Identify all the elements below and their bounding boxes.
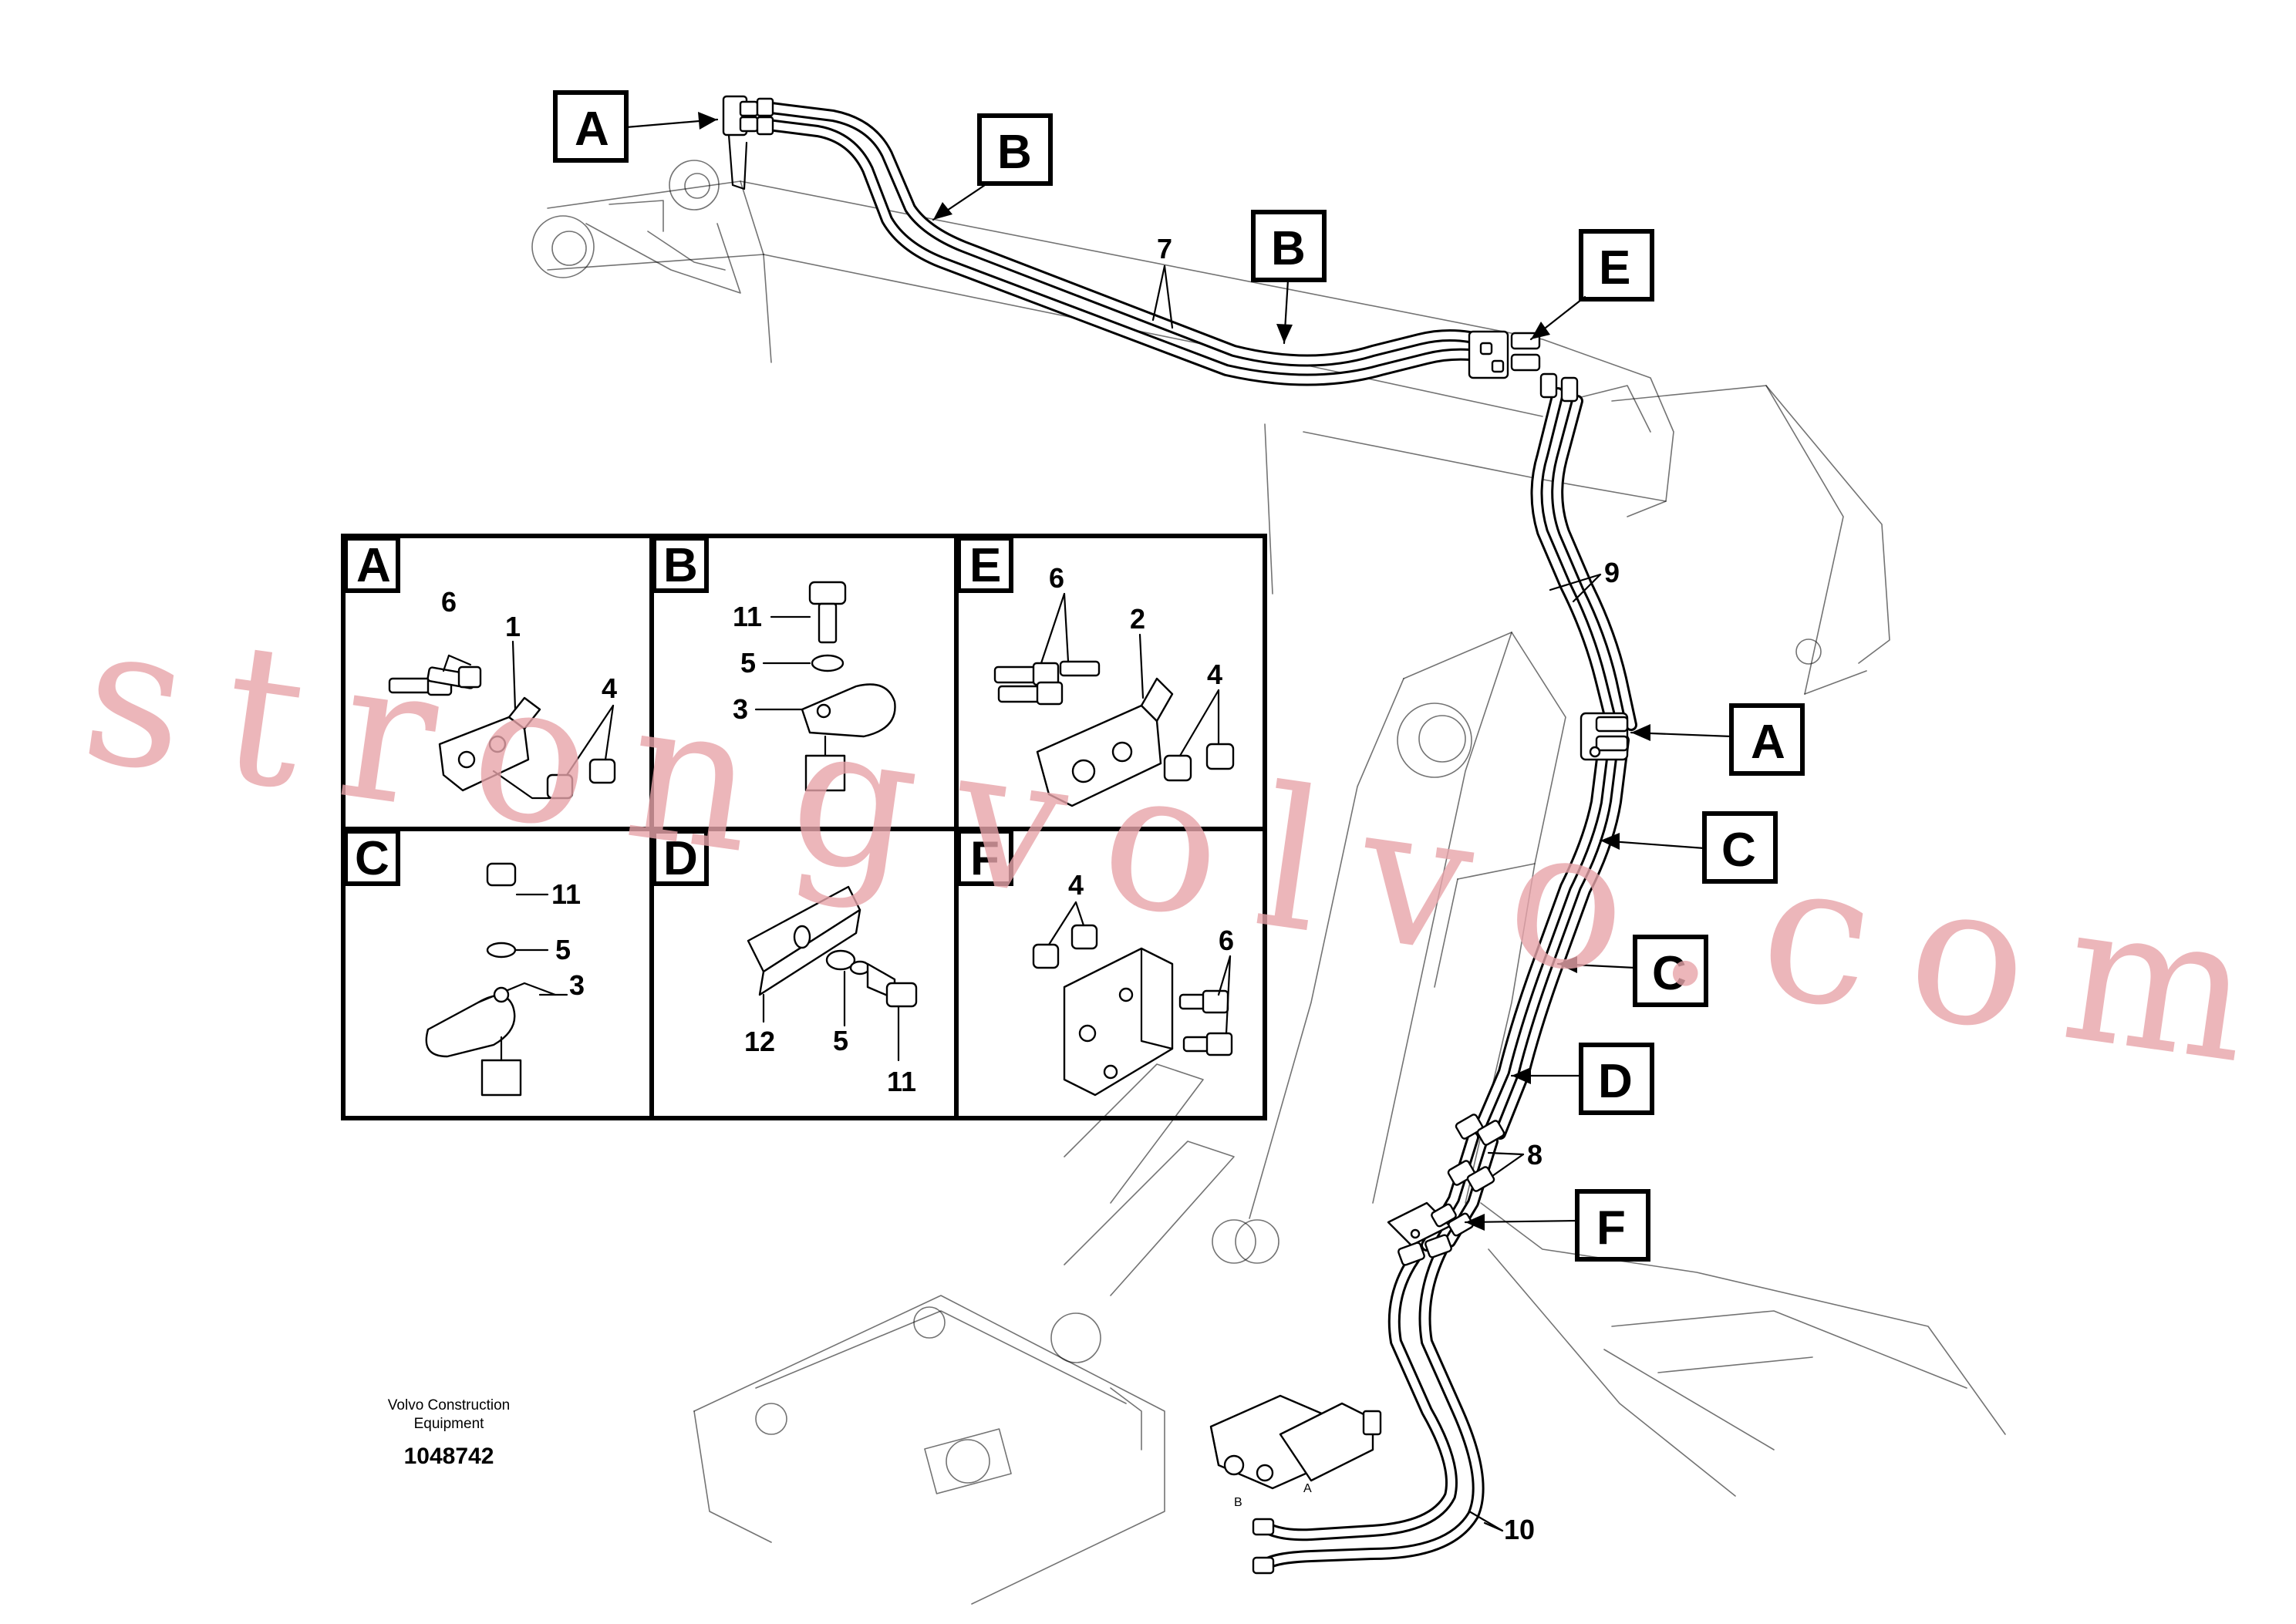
detail-d-tag-box (652, 829, 709, 886)
detail-e-cell: E 6 2 4 (956, 536, 1235, 807)
detail-e-item-2: 2 (1130, 603, 1145, 635)
detail-d-cell: D 12 5 11 (652, 829, 918, 1097)
bracket-f-arm (1387, 1201, 1474, 1247)
detail-d-item-11: 11 (887, 1066, 916, 1097)
detail-c-item-11: 11 (551, 878, 581, 910)
detail-b-tag-box (652, 536, 709, 593)
title-block: Volvo Construction Equipment 1048742 (388, 1397, 510, 1469)
hose-group-c-arm (1475, 734, 1630, 1140)
company-name-line2: Equipment (414, 1416, 485, 1432)
hose-ends-10 (1252, 1234, 1452, 1575)
detail-e-tag: E (969, 539, 1001, 592)
callout-e-top-box (1579, 229, 1654, 302)
detail-a-item-4: 4 (602, 672, 617, 704)
hose-group-10-lower (1259, 1131, 1499, 1572)
valve-port-b-label: B (1234, 1496, 1242, 1509)
detail-f-cell: F 4 6 (956, 829, 1234, 1097)
detail-b-item-3: 3 (733, 693, 748, 725)
item-7-label: 7 (1157, 233, 1172, 264)
clamp-d-arm (1455, 1114, 1505, 1146)
drawing-number: 1048742 (404, 1444, 494, 1469)
hose-group-7-boom (750, 102, 1491, 386)
detail-a-tag: A (356, 539, 391, 592)
detail-f-item-6: 6 (1219, 925, 1234, 956)
detail-b-item-5: 5 (740, 647, 756, 679)
detail-f-item-4: 4 (1068, 869, 1084, 901)
detail-c-item-3: 3 (569, 969, 585, 1001)
detail-b-item-11: 11 (733, 601, 762, 632)
detail-d-item-12: 12 (744, 1026, 775, 1057)
callout-e-top: E (1599, 241, 1630, 295)
detail-a-cell: A 6 1 4 (343, 536, 617, 800)
hose-group-9-arm (1530, 387, 1637, 731)
callout-a-arm-box (1729, 703, 1805, 776)
callout-c-lower-box (1633, 935, 1708, 1007)
callout-d-box (1579, 1043, 1654, 1115)
fittings-8 (1447, 1160, 1495, 1192)
detail-b-cell: B 11 5 3 (652, 536, 896, 792)
callout-b-mid: B (1271, 222, 1306, 275)
detail-f-tag: F (970, 832, 1000, 885)
callout-f: F (1596, 1201, 1626, 1255)
detail-a-item-1: 1 (505, 611, 521, 642)
detail-c-tag: C (355, 832, 389, 885)
item-10-label: 10 (1504, 1514, 1535, 1545)
callout-c-upper: C (1721, 824, 1756, 877)
item-9-label: 9 (1604, 557, 1620, 588)
clamp-a-top (722, 95, 774, 190)
detail-e-item-4: 4 (1207, 659, 1222, 690)
callout-b-top: B (997, 126, 1032, 179)
company-name-line1: Volvo Construction (388, 1397, 510, 1413)
main-callouts: A B B E 7 9 A C C (553, 90, 1805, 1545)
callout-b-top-box (977, 113, 1053, 186)
detail-e-tag-box (956, 536, 1013, 593)
callout-f-box (1575, 1189, 1650, 1262)
detail-f-tag-box (956, 829, 1013, 886)
detail-e-item-6: 6 (1049, 562, 1064, 594)
detail-b-tag: B (663, 539, 698, 592)
detail-a-tag-box (343, 536, 400, 593)
callout-c-lower: C (1652, 947, 1687, 1000)
valve-port-a-label: A (1303, 1482, 1312, 1495)
boom-outline (531, 160, 2006, 1605)
control-valve: B A (1209, 1394, 1382, 1509)
detail-d-tag: D (663, 832, 698, 885)
detail-a-item-6: 6 (441, 586, 457, 618)
item-8-label: 8 (1527, 1139, 1542, 1171)
callout-a-top: A (575, 103, 609, 156)
detail-c-item-5: 5 (555, 934, 571, 965)
detail-inset-panel (341, 534, 1267, 1120)
callout-a-arm: A (1751, 716, 1785, 769)
detail-d-item-5: 5 (833, 1025, 848, 1056)
callout-d: D (1598, 1055, 1633, 1108)
bracket-e-top (1468, 330, 1579, 403)
clamp-a-arm (1580, 712, 1629, 761)
detail-c-cell: C 11 5 3 (343, 829, 585, 1097)
detail-c-tag-box (343, 829, 400, 886)
